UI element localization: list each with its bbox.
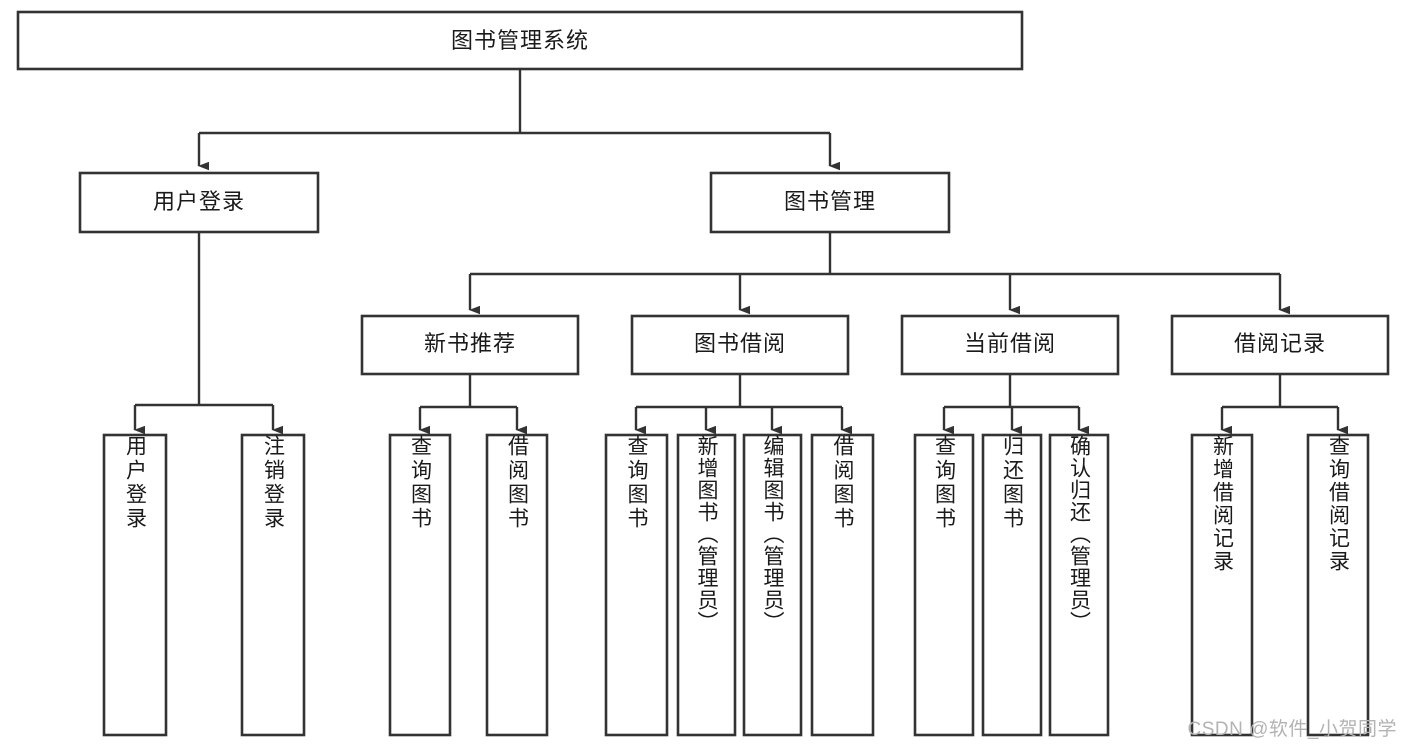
node-root-box[interactable] — [16, 10, 1024, 71]
node-book-manage[interactable]: 图书管理 — [709, 171, 951, 234]
node-leaf-return-book-box[interactable] — [981, 433, 1043, 737]
node-leaf-query-record-box[interactable] — [1306, 433, 1370, 737]
edge-book-manage-bus — [470, 232, 1280, 276]
node-new-book-rec[interactable]: 新书推荐 — [360, 314, 580, 376]
node-user-login-label: 用户登录 — [153, 189, 245, 214]
node-root[interactable]: 图书管理系统 — [16, 10, 1024, 71]
node-new-book-rec-box[interactable] — [360, 314, 580, 376]
node-leaf-add-record-box[interactable] — [1190, 433, 1254, 737]
node-borrow-record-label: 借阅记录 — [1234, 331, 1326, 356]
node-root-label: 图书管理系统 — [451, 28, 589, 53]
node-leaf-query-book-3-box[interactable] — [913, 433, 975, 737]
node-current-borrow-box[interactable] — [900, 314, 1120, 376]
node-new-book-rec-label: 新书推荐 — [424, 331, 516, 356]
node-user-login[interactable]: 用户登录 — [78, 171, 320, 234]
node-leaf-query-book-1-box[interactable] — [388, 433, 452, 737]
node-user-login-box[interactable] — [78, 171, 320, 234]
edge-root-bus — [199, 69, 830, 135]
node-book-borrow-box[interactable] — [630, 314, 850, 376]
edge-user-login-bus — [135, 232, 273, 407]
node-book-manage-box[interactable] — [709, 171, 951, 234]
node-leaf-borrow-book-1-box[interactable] — [485, 433, 549, 737]
node-current-borrow[interactable]: 当前借阅 — [900, 314, 1120, 376]
edge-new-book-rec-bus — [420, 374, 517, 409]
node-leaf-edit-book-box[interactable] — [742, 433, 803, 737]
edges-group — [133, 69, 1348, 435]
node-leaf-borrow-book-2-box[interactable] — [810, 433, 875, 737]
node-leaf-query-book-2-box[interactable] — [604, 433, 669, 737]
node-leaf-confirm-return-box[interactable] — [1048, 433, 1110, 737]
node-book-borrow-label: 图书借阅 — [694, 331, 786, 356]
edge-book-borrow-bus — [636, 374, 842, 409]
node-leaf-logout-box[interactable] — [240, 433, 306, 737]
node-borrow-record[interactable]: 借阅记录 — [1170, 314, 1390, 376]
node-book-manage-label: 图书管理 — [784, 189, 876, 214]
csdn-watermark: CSDN @软件_小贺同学 — [1187, 719, 1397, 740]
node-borrow-record-box[interactable] — [1170, 314, 1390, 376]
nodes-group: 图书管理系统 用户登录 图书管理 新书推荐 图书借阅 当前 — [16, 10, 1390, 737]
node-book-borrow[interactable]: 图书借阅 — [630, 314, 850, 376]
edge-borrow-record-bus — [1222, 374, 1338, 409]
node-leaf-user-login-box[interactable] — [102, 433, 168, 737]
edge-current-borrow-bus — [944, 374, 1079, 409]
node-leaf-add-book-box[interactable] — [676, 433, 737, 737]
node-current-borrow-label: 当前借阅 — [964, 331, 1056, 356]
